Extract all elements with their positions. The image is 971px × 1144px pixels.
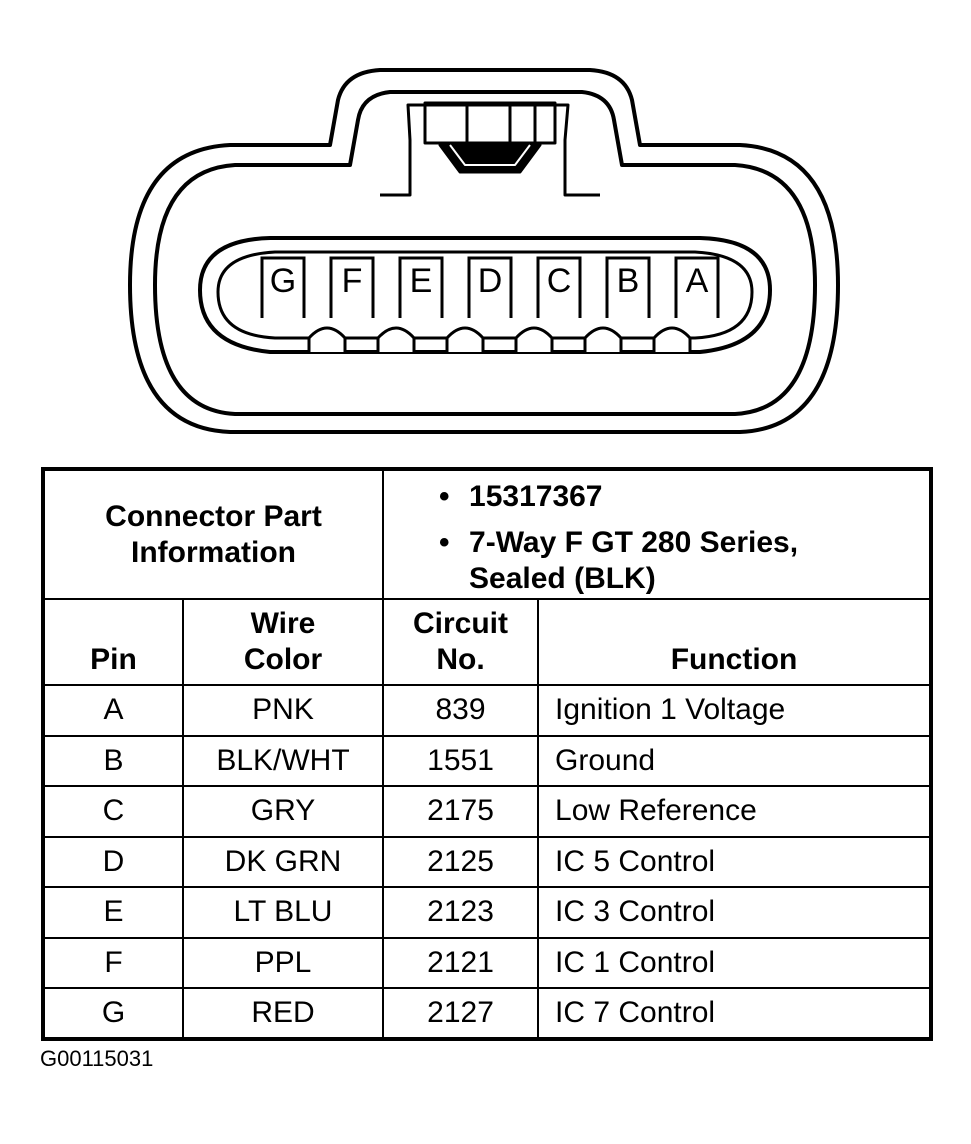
- wire-color-cell: GRY: [181, 785, 385, 838]
- col-header-function-label: Function: [670, 643, 798, 676]
- keying-bump: [514, 326, 554, 352]
- keying-bump: [445, 326, 485, 352]
- pin-cavity: D: [467, 256, 513, 318]
- circuit-cell: 2175: [382, 785, 540, 838]
- function-cell: Ignition 1 Voltage: [537, 684, 932, 737]
- part-info-details: • 15317367 • 7-Way F GT 280 Series, Seal…: [382, 468, 932, 600]
- pin-cavity: A: [674, 256, 720, 318]
- wire-color-cell: BLK/WHT: [181, 734, 385, 787]
- circuit-cell: 2127: [382, 987, 540, 1040]
- keying-bump: [583, 326, 623, 352]
- col-header-wire-color-line1: Wire: [250, 607, 316, 640]
- pin-cavity: B: [605, 256, 651, 318]
- pin-cavity: G: [260, 256, 306, 318]
- connector-housing-inner-outline: [153, 90, 817, 416]
- circuit-cell: 2123: [382, 886, 540, 939]
- wire-color-cell: DK GRN: [181, 835, 385, 888]
- part-number: 15317367: [469, 480, 603, 513]
- pin-cell: A: [42, 684, 184, 737]
- pin-label: G: [270, 262, 296, 300]
- function-cell: IC 7 Control: [537, 987, 932, 1040]
- bullet-icon: •: [439, 480, 450, 513]
- part-info-label-line1: Connector Part: [105, 499, 322, 533]
- pin-label: D: [478, 262, 503, 300]
- wire-color-cell: PNK: [181, 684, 385, 737]
- pin-label: F: [342, 262, 363, 300]
- part-description-line2: Sealed (BLK): [469, 562, 656, 595]
- col-header-wire-color-line2: Color: [243, 643, 323, 676]
- wire-color-cell: PPL: [181, 936, 385, 989]
- wire-color-cell: LT BLU: [181, 886, 385, 939]
- connector-pinout-table: Connector Part Information • 15317367 • …: [41, 467, 933, 1041]
- function-cell: Low Reference: [537, 785, 932, 838]
- col-header-circuit: Circuit No.: [382, 598, 540, 686]
- function-cell: IC 5 Control: [537, 835, 932, 888]
- lock-tab-window: [423, 101, 557, 145]
- circuit-cell: 839: [382, 684, 540, 737]
- col-header-pin: Pin: [42, 598, 184, 686]
- lock-tab: [380, 103, 600, 197]
- pin-cell: F: [42, 936, 184, 989]
- pin-cell: B: [42, 734, 184, 787]
- circuit-cell: 2121: [382, 936, 540, 989]
- part-info-label-line2: Information: [131, 535, 296, 569]
- part-info-label: Connector Part Information: [41, 468, 385, 600]
- pin-label: C: [547, 262, 572, 300]
- pin-cell: G: [42, 987, 184, 1040]
- latch-bar: [438, 143, 542, 174]
- pin-cell: E: [42, 886, 184, 939]
- col-header-circuit-line2: No.: [436, 643, 485, 676]
- pin-cavity: C: [536, 256, 582, 318]
- wire-color-cell: RED: [181, 987, 385, 1040]
- connector-housing-outline: [128, 68, 840, 434]
- function-cell: IC 1 Control: [537, 936, 932, 989]
- keying-bump: [376, 326, 416, 352]
- pin-cell: C: [42, 785, 184, 838]
- circuit-cell: 2125: [382, 835, 540, 888]
- pin-cavity-area: [198, 236, 772, 354]
- keying-bump: [652, 326, 692, 352]
- col-header-wire-color: Wire Color: [181, 598, 385, 686]
- pin-cavity: F: [329, 256, 375, 318]
- col-header-circuit-line1: Circuit: [413, 607, 509, 640]
- bullet-icon: •: [439, 526, 450, 559]
- figure-code: G00115031: [40, 1046, 154, 1071]
- pin-cell: D: [42, 835, 184, 888]
- function-cell: IC 3 Control: [537, 886, 932, 939]
- keying-bump: [307, 326, 347, 352]
- col-header-function: Function: [537, 598, 932, 686]
- col-header-pin-label: Pin: [90, 643, 137, 676]
- pin-label: B: [617, 262, 640, 300]
- pin-cavity: E: [398, 256, 444, 318]
- pin-label: E: [410, 262, 433, 300]
- part-description-line1: 7-Way F GT 280 Series,: [469, 526, 799, 559]
- circuit-cell: 1551: [382, 734, 540, 787]
- pin-label: A: [686, 262, 709, 300]
- function-cell: Ground: [537, 734, 932, 787]
